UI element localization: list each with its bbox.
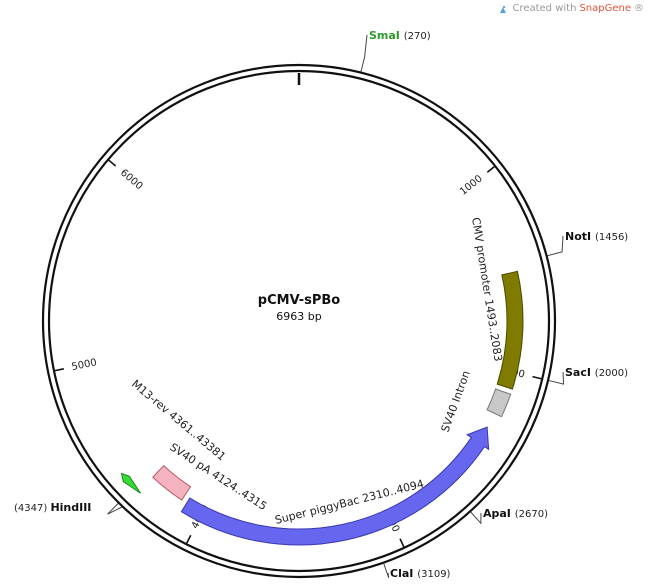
feature-intron xyxy=(486,388,512,418)
backbone-outer-ring xyxy=(41,63,557,579)
tick-mark-3000 xyxy=(399,538,405,548)
site-name-SacI: SacI xyxy=(565,366,595,379)
site-name-SmaI: SmaI xyxy=(369,29,404,42)
plasmid-size: 6963 bp xyxy=(276,310,321,323)
plasmid-name: pCMV-sPBo xyxy=(258,293,340,308)
site-label-NotI: NotI (1456) xyxy=(565,230,628,243)
site-pos-ClaI: (3109) xyxy=(417,569,450,580)
site-leader-ClaI xyxy=(383,563,390,578)
site-label-ClaI: ClaI (3109) xyxy=(390,567,451,580)
feature-m13rev xyxy=(120,472,141,494)
feature-label-cmv: CMV promoter 1493..2083 xyxy=(469,216,505,362)
tick-mark-2000 xyxy=(532,375,542,380)
site-leader-SmaI xyxy=(360,34,368,72)
site-leader-NotI xyxy=(547,235,564,257)
site-label-SmaI: SmaI (270) xyxy=(369,29,431,42)
site-leader-HindIII xyxy=(107,503,123,515)
snapgene-logo-icon xyxy=(500,4,507,13)
feature-label-intron: SV40 Intron xyxy=(439,369,473,434)
site-pos-ApaI: (2670) xyxy=(515,509,548,520)
site-name-HindIII: HindIII xyxy=(50,501,91,514)
backbone-inner-ring xyxy=(47,69,551,573)
tick-mark-1000 xyxy=(486,166,495,173)
site-pos-SmaI: (270) xyxy=(404,31,431,42)
tick-label-1000: 1000 xyxy=(458,173,485,197)
site-name-ApaI: ApaI xyxy=(483,507,515,520)
snapgene-credit: Created with SnapGene® xyxy=(499,3,644,14)
tick-mark-6000 xyxy=(108,159,117,167)
site-label-ApaI: ApaI (2670) xyxy=(483,507,548,520)
feature-piggybac xyxy=(180,426,490,546)
credit-brand: SnapGene xyxy=(579,3,631,14)
credit-mark: ® xyxy=(634,3,644,14)
site-name-NotI: NotI xyxy=(565,230,595,243)
site-pos-NotI: (1456) xyxy=(595,232,628,243)
site-label-SacI: SacI (2000) xyxy=(565,366,628,379)
feature-sv40pa xyxy=(152,464,192,501)
site-name-ClaI: ClaI xyxy=(390,567,417,580)
site-pos-SacI: (2000) xyxy=(595,368,628,379)
feature-cmv xyxy=(496,270,524,390)
site-label-HindIII: (4347) HindIII xyxy=(14,501,91,514)
site-pos-HindIII: (4347) xyxy=(14,503,50,514)
credit-prefix: Created with xyxy=(512,3,577,14)
site-leader-ApaI xyxy=(470,511,482,525)
restriction-sites: SmaI (270) NotI (1456) SacI (2000) ApaI (26… xyxy=(14,29,628,580)
scale-ticks: 100020003000400050006000 xyxy=(54,159,542,548)
plasmid-backbone xyxy=(41,63,557,579)
tick-label-6000: 6000 xyxy=(118,167,145,192)
tick-mark-5000 xyxy=(54,368,64,372)
tick-label-5000: 5000 xyxy=(71,357,98,373)
tick-mark-4000 xyxy=(185,534,192,544)
site-leader-SacI xyxy=(548,371,565,385)
